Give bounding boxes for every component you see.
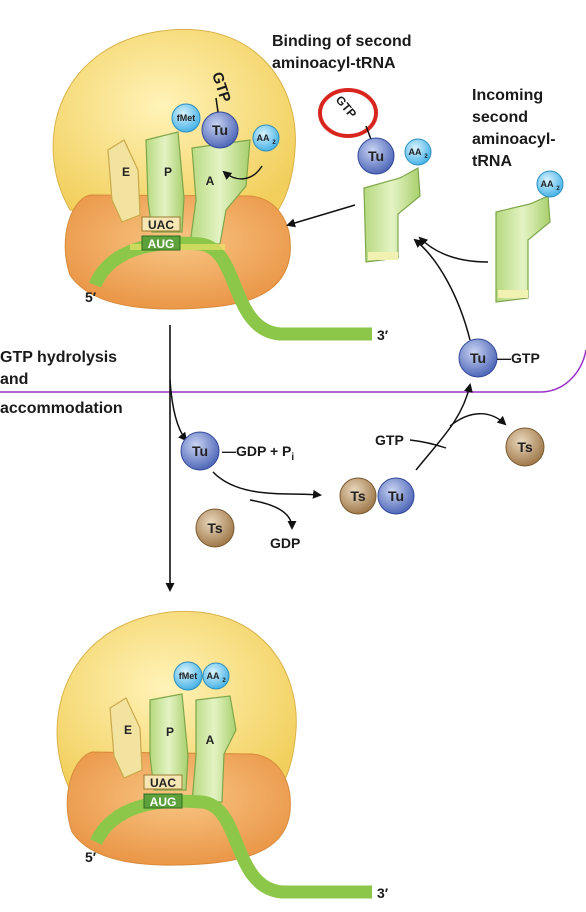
gtp-bond-top [215,97,219,113]
mrna-bottom [90,794,372,899]
svg-text:2: 2 [424,154,428,160]
aa2-label-top: AA [257,133,270,143]
five-prime-top: 5′ [85,289,97,305]
tu-sphere-complex [377,477,415,515]
binding-trna-tip [368,252,398,260]
svg-text:2: 2 [272,140,276,146]
e-site-trna [107,139,141,223]
to-tu-gtp-arrow [415,383,473,471]
incoming-trna-body [495,195,551,303]
binding-label-line1: Binding of second [272,33,412,50]
site-a-label-bottom: A [206,733,215,747]
aa2-sphere-binding [404,138,432,166]
gdp-pi-label: —GDP + Pi [222,443,294,463]
tu-label-bound: Tu [212,122,228,138]
fmet-label-bottom: fMet [179,671,198,681]
binding-to-ribosome-arrow [286,204,356,228]
aa2-sphere-incoming [536,170,564,198]
p-site-trna-bottom [149,693,189,791]
to-ts-tu-arrow [212,471,322,499]
incoming-label-line2: second [472,109,528,126]
tu-sphere-binding [357,137,395,175]
tu-gtp-to-trna-arrow [413,238,471,341]
gdp-release-arrow [249,499,297,530]
incoming-label-line1: Incoming [472,87,543,104]
codon-label: AUG [148,237,175,251]
fmet-sphere [171,103,201,133]
five-prime-bottom: 5′ [85,849,97,865]
aa2-label-incoming: AA [541,179,554,189]
three-prime-bottom: 3′ [377,885,389,901]
ts-release-arrow [449,413,507,427]
ts-label-complex: Ts [350,488,366,504]
codon-label-bottom: AUG [150,795,177,809]
ribosome-top: UAC AUG 5′ 3′ E P A fMet Tu GTP AA 2 [52,28,389,343]
codon-box [141,235,181,251]
gtp-input-line [409,439,447,449]
tu-sphere-gtp [458,338,498,378]
hydrolysis-label-line1: GTP hydrolysis [0,349,117,366]
a-site-trna [189,139,251,245]
gdp-label: GDP [270,535,300,551]
site-p-label-bottom: P [166,725,174,739]
tu-label-binding: Tu [368,148,384,164]
hydrolysis-label-line2: and [0,371,28,388]
e-site-trna-bottom [109,697,143,779]
tu-gtp-label: —GTP [497,350,540,366]
gtp-label-cycle: GTP [375,432,404,448]
anticodon-box [141,216,181,232]
ts-label-released: Ts [517,439,533,455]
purple-divider [0,349,586,393]
fmet-label: fMet [177,113,196,123]
fmet-sphere-bottom [173,661,203,691]
aa2-label-binding: AA [409,147,422,157]
ts-sphere-complex [339,477,377,515]
a-site-trna-bottom [191,695,237,803]
tu-sphere-bound [201,111,239,149]
accommodation-arrow [222,165,263,180]
ts-sphere-released [505,427,545,467]
gtp-label-binding: GTP [333,93,360,121]
incoming-merge-arrow [418,236,489,263]
tu-label-gtp: Tu [470,350,486,366]
ribosome-bottom: UAC AUG 5′ 3′ E P A fMet AA 2 [56,610,389,901]
incoming-label-line4: tRNA [472,153,512,170]
ts-sphere-free [195,508,235,548]
anticodon-box-bottom [143,774,183,790]
aa2-sphere-top [252,124,280,152]
incoming-trna-tip [498,290,528,298]
binding-trna-body [363,167,421,263]
site-p-label: P [164,165,172,179]
site-e-label: E [122,165,130,179]
binding-label-line2: aminoacyl-tRNA [272,55,396,72]
branch-to-tu-gdp-arrow [169,379,188,442]
hydrolysis-label-line3: accommodation [0,400,123,417]
incoming-trna-group: Incoming second aminoacyl- tRNA AA 2 [418,87,564,303]
aa2-label-bottom: AA [207,671,220,681]
three-prime-top: 3′ [377,327,389,343]
site-a-label: A [206,174,215,188]
site-e-label-bottom: E [124,723,132,737]
svg-text:2: 2 [556,186,560,192]
aa2-sphere-bottom [202,662,230,690]
binding-trna-group: Binding of second aminoacyl-tRNA GTP Tu … [272,33,432,263]
gtp-highlight-ring [318,88,378,138]
incoming-label-line3: aminoacyl- [472,131,556,148]
anticodon-label: UAC [148,218,174,232]
tu-sphere-gdp [180,431,220,471]
codon-box-bottom [143,793,183,809]
ef-tu-cycle: Tu —GTP GTP hydrolysis and accommodation… [0,238,586,592]
svg-text:2: 2 [222,678,226,684]
anticodon-label-bottom: UAC [150,776,176,790]
ts-label-free: Ts [207,520,223,536]
p-site-trna [145,131,185,233]
tu-label-complex: Tu [388,488,404,504]
tu-label-gdp: Tu [192,443,208,459]
